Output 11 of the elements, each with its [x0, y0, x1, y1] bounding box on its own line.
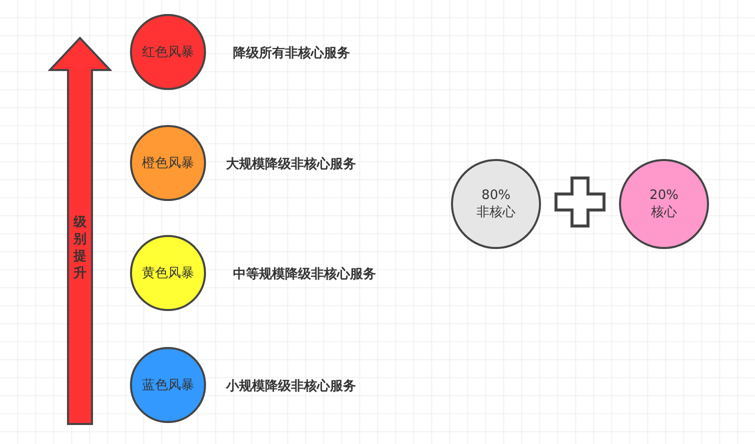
circle-label: 橙色风暴 — [142, 154, 194, 172]
circle-label: 黄色风暴 — [142, 264, 194, 282]
description-text: 小规模降级非核心服务 — [226, 378, 356, 395]
description-text: 大规模降级非核心服务 — [226, 156, 356, 173]
circle-label: 红色风暴 — [142, 44, 194, 60]
description-text: 中等规模降级非核心服务 — [233, 266, 376, 283]
circle-label: 20% 核心 — [648, 187, 680, 221]
description-text: 降级所有非核心服务 — [233, 44, 350, 62]
circle-label: 蓝色风暴 — [142, 376, 194, 394]
circle-label: 80% 非核心 — [476, 187, 516, 221]
arrow-label: 级别提升 — [73, 214, 87, 282]
